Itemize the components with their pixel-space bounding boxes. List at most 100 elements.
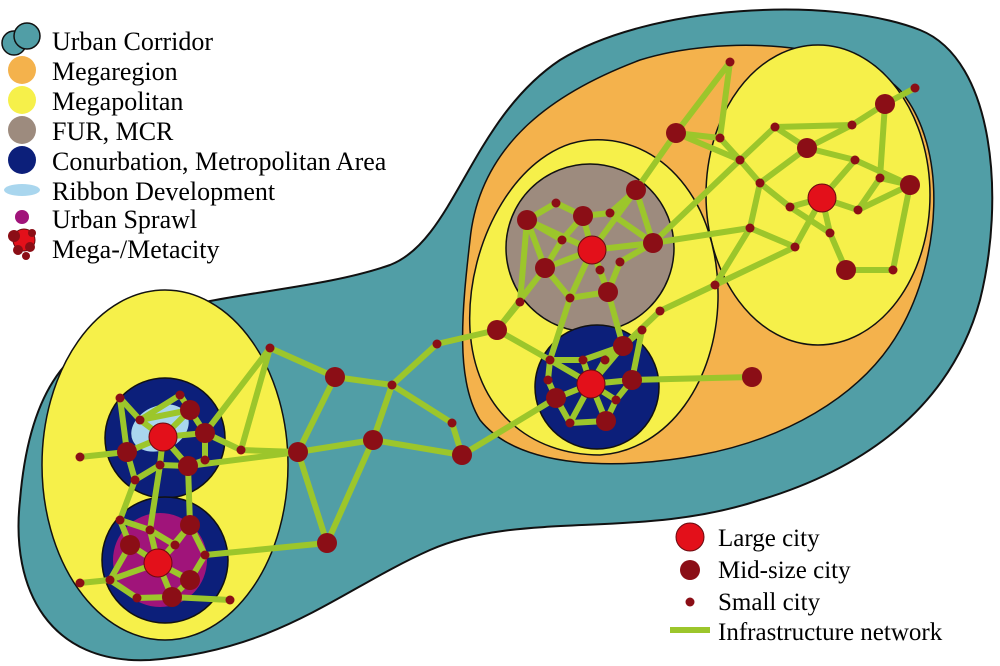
legend-label-ribbon-development: Ribbon Development [52,177,276,206]
small-city-node [745,223,755,233]
legend-label-fur-mcr: FUR, MCR [52,117,174,146]
small-city-node [565,418,575,428]
network-link [117,517,153,533]
mid-size-city-node [546,388,566,408]
network-link [324,437,376,546]
network-link [852,157,913,188]
small-city-node [715,133,725,143]
large-city-node [143,548,173,578]
network-link [855,175,883,213]
small-city-node [615,257,625,267]
network-link [77,577,113,586]
network-link [712,244,798,288]
small-city-node [605,208,615,218]
mid-size-city-node [875,94,895,114]
legend-label-large-city: Large city [718,525,820,552]
small-city-node [725,57,735,67]
network-link [517,217,530,305]
small-city-node [132,593,142,603]
large-city-node [576,369,606,399]
network-link [673,130,743,163]
small-city-node [170,540,180,550]
legend-label-urban-corridor: Urban Corridor [52,27,213,56]
mid-size-city-node [742,367,762,387]
small-city-node [175,390,185,400]
small-city-node [557,235,567,245]
small-city-node [115,393,125,403]
small-city-node [790,242,800,252]
mid-size-city-node [900,175,920,195]
small-city-node [236,445,246,455]
legend-label-mid-size-city: Mid-size city [718,557,851,584]
small-city-node [825,228,835,238]
mid-size-city-node [626,180,646,200]
network-link [547,295,573,363]
small-city-node [115,515,125,525]
legend-symbol-megapolitan [8,86,36,114]
mid-size-city-node [180,570,200,590]
mid-size-city-node [452,445,472,465]
small-city-node [850,155,860,165]
legend-label-infrastructure-network: Infrastructure network [718,619,943,646]
large-city-node [577,235,607,265]
legend-symbol-urban-sprawl [15,210,29,224]
network-link [877,101,888,181]
legend-symbol-ribbon-development [4,184,40,196]
small-city-node [735,155,745,165]
mid-size-city-node [288,442,308,462]
small-city-node [75,452,85,462]
small-city-node [265,343,275,353]
small-city-node [847,120,857,130]
legend-symbol-fur-mcr [8,116,36,144]
mid-size-city-node [535,258,555,278]
network-link [147,462,163,533]
network-link [132,462,163,483]
large-city-node [807,183,837,213]
network-link [712,225,753,288]
mid-size-city-node [117,442,137,462]
legend-label-small-city: Small city [718,589,821,616]
network-link [202,540,330,558]
cities [75,57,920,607]
small-city-node [200,455,210,465]
small-city-node [655,306,665,316]
mid-size-city-node [162,587,182,607]
network-link [267,345,338,380]
network-link [147,527,178,548]
network-link [117,477,138,523]
network-link [238,345,273,453]
small-city-node [578,355,588,365]
small-city-node [710,280,720,290]
mid-size-city-node [178,456,198,476]
network-link [389,382,455,426]
mid-size-city-node [317,533,337,553]
small-city-node [611,395,621,405]
network-link [370,437,465,458]
small-city-node [145,525,155,535]
network-link [717,135,743,163]
small-city-node [565,293,575,303]
large-city-node [148,422,178,452]
legend-symbol-mega-metacity [8,228,36,260]
network-link [757,180,793,210]
small-city-node [387,380,397,390]
legend-label-mega-metacity: Mega-/Metacity [52,235,220,264]
network-link [787,204,833,236]
small-city-node [225,595,235,605]
legend-label-conurbation: Conurbation, Metropolitan Area [52,147,387,176]
network-link [389,341,440,388]
small-city-node [853,205,863,215]
network-link [434,327,500,347]
mid-size-city-node [180,400,200,420]
legend-label-megaregion: Megaregion [52,57,178,86]
small-city-node [551,198,561,208]
network-link [673,59,733,136]
mid-size-city-node [573,206,593,226]
legend-symbol-large-city [675,522,705,552]
small-city-node [595,265,605,275]
network-link [737,124,778,163]
mid-size-city-node [487,320,507,340]
small-city-node [432,339,442,349]
network-link [459,395,559,458]
legend-symbol-mid-size-city [680,560,700,580]
